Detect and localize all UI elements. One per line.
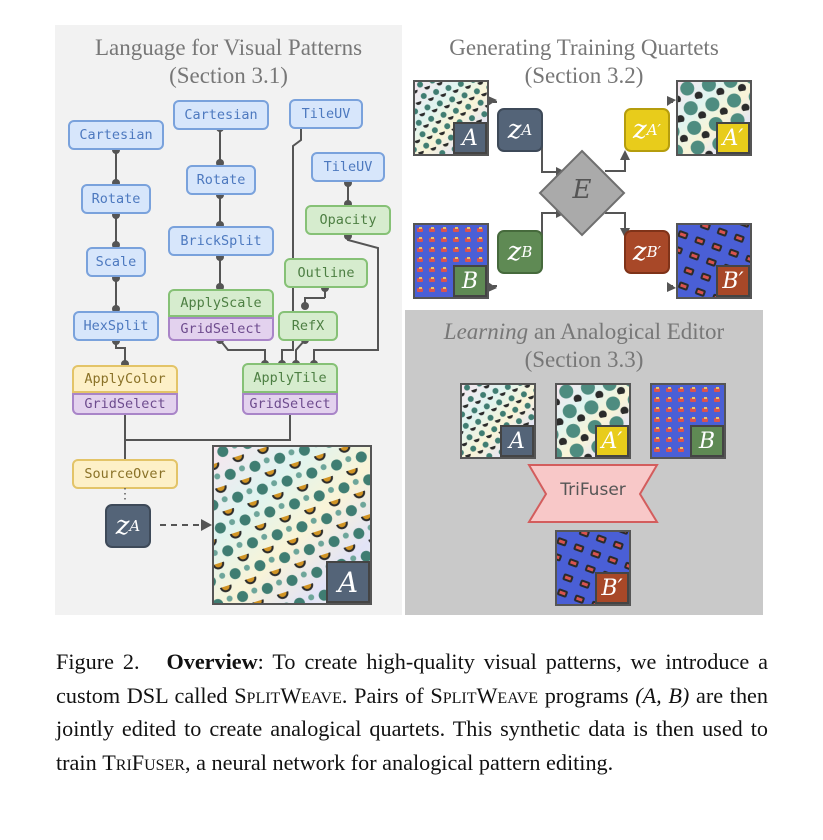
node-opacity: Opacity (305, 205, 391, 235)
pattern-aprime-top: A′ (676, 80, 752, 156)
caption-heading: Overview (166, 649, 258, 674)
badge-bprime-top: B′ (716, 265, 750, 297)
node-cartesian-2: Cartesian (173, 100, 269, 130)
node-scale: Scale (86, 247, 146, 277)
badge-aprime-learn: A′ (595, 425, 629, 457)
caption-text-5: , a neural network for analogical patter… (185, 749, 614, 775)
node-sourceover: SourceOver (72, 459, 178, 489)
node-hexsplit: HexSplit (73, 311, 159, 341)
badge-b-top: B (453, 265, 487, 297)
latent-z: z (632, 237, 647, 267)
latent-z: z (507, 115, 522, 145)
figure: Language for Visual Patterns (Section 3.… (55, 25, 763, 615)
latent-z: z (507, 237, 522, 267)
language-title: Language for Visual Patterns (Section 3.… (55, 34, 402, 90)
language-title-line2: (Section 3.1) (169, 63, 288, 88)
language-title-line1: Language for Visual Patterns (94, 35, 363, 60)
caption-fig-label: Figure 2. (56, 649, 140, 674)
pattern-b-top: B (413, 223, 489, 299)
pattern-aprime-learn: A′ (555, 383, 631, 459)
node-refx: RefX (278, 311, 338, 341)
latent-sub: B′ (646, 243, 662, 261)
caption-model-name: TriFuser (102, 749, 186, 775)
e-diamond (538, 149, 626, 237)
caption-text-1: : To create high-quality visual patterns… (56, 649, 768, 708)
badge-aprime-top: A′ (716, 122, 750, 154)
badge-bprime-learn: B′ (595, 572, 629, 604)
node-gridselect-3: GridSelect (242, 393, 338, 415)
node-applycolor: ApplyColor (72, 365, 178, 393)
node-cartesian-1: Cartesian (68, 120, 164, 150)
caption-math-pair: (A, B) (635, 682, 690, 708)
e-label: E (572, 175, 592, 205)
trifuser-shape (527, 464, 659, 523)
learning-title: Learning an Analogical Editor (Section 3… (405, 318, 763, 374)
latent-z: z (633, 115, 647, 145)
figure-caption: Figure 2. Overview: To create high-quali… (56, 645, 768, 779)
latent-sub: A (129, 517, 141, 535)
node-tileuv-2: TileUV (311, 152, 385, 182)
pattern-a-large-image (214, 447, 370, 603)
latent-sub: A′ (646, 121, 661, 139)
caption-text-4: are then jointly edited to create analog… (56, 682, 768, 775)
ellipsis: ⋮ (118, 486, 132, 502)
pattern-a-top: A (413, 80, 489, 156)
trifuser-label: TriFuser (560, 480, 626, 500)
caption-dsl-name: SplitWeave (234, 682, 342, 708)
node-bricksplit: BrickSplit (168, 226, 274, 256)
pattern-bprime-top: B′ (676, 223, 752, 299)
badge-b-learn: B (690, 425, 724, 457)
pattern-bprime-learn: B′ (555, 530, 631, 606)
connectors (112, 96, 676, 531)
node-rotate-2: Rotate (186, 165, 256, 195)
badge-a-top: A (453, 122, 487, 154)
learning-title-line1: Learning an Analogical Editor (405, 318, 763, 346)
latent-sub: A (521, 121, 533, 139)
caption-text-3: programs (538, 682, 636, 708)
pattern-b-learn: B (650, 383, 726, 459)
node-gridselect-1: GridSelect (72, 393, 178, 415)
generating-title-line2: (Section 3.2) (524, 63, 644, 88)
learning-title-line2: (Section 3.3) (524, 347, 644, 372)
latent-sub: B (521, 243, 533, 261)
badge-a-large: A (326, 561, 370, 603)
generating-title-line1: Generating Training Quartets (449, 35, 719, 60)
node-applytile: ApplyTile (242, 363, 338, 393)
node-gridselect-2: GridSelect (168, 317, 274, 341)
badge-a-learn: A (500, 425, 534, 457)
node-tileuv-1: TileUV (289, 99, 363, 129)
pattern-a-learn: A (460, 383, 536, 459)
latent-z: z (115, 511, 130, 541)
caption-text-2: . Pairs of (341, 682, 431, 708)
learning-title-italic: Learning (443, 319, 529, 344)
learning-title-rest: an Analogical Editor (528, 319, 725, 344)
pattern-a-learn-image (462, 385, 534, 457)
node-rotate-1: Rotate (81, 184, 151, 214)
node-outline: Outline (284, 258, 368, 288)
generating-title: Generating Training Quartets (Section 3.… (405, 34, 763, 90)
caption-dsl-name-2: SplitWeave (430, 682, 539, 708)
node-applyscale: ApplyScale (168, 289, 274, 317)
pattern-a-large: A (212, 445, 372, 605)
